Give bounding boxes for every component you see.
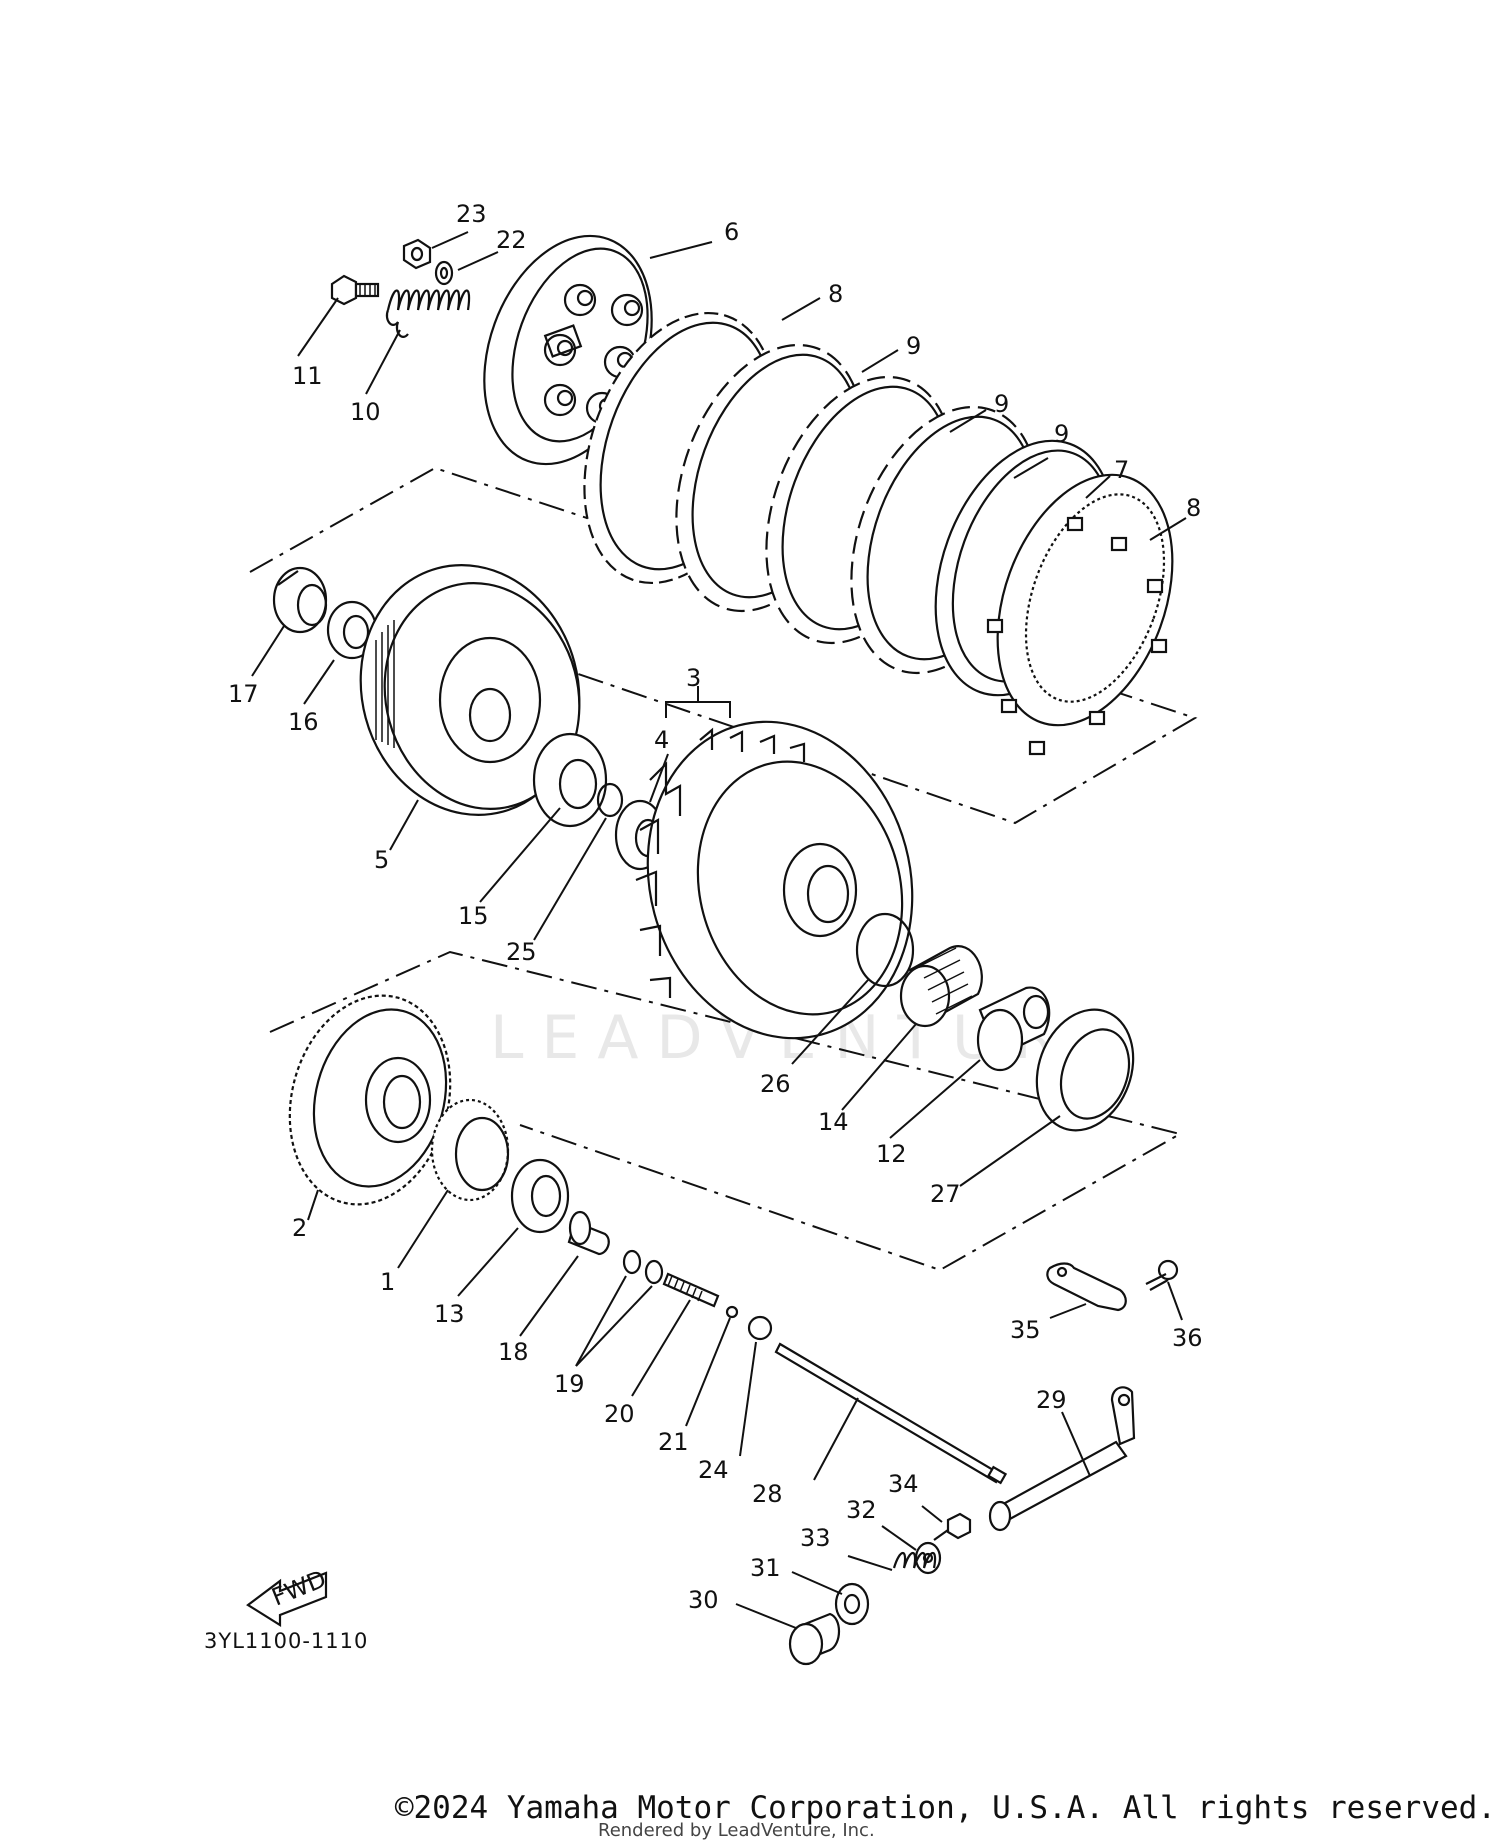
callout-33: 33 <box>800 1524 831 1552</box>
callout-14: 14 <box>818 1108 849 1136</box>
callout-30: 30 <box>688 1586 719 1614</box>
callout-24: 24 <box>698 1456 729 1484</box>
callout-9-b: 9 <box>994 390 1009 418</box>
callout-22: 22 <box>496 226 527 254</box>
callout-9-c: 9 <box>1054 420 1069 448</box>
part-24-ball <box>747 1315 773 1341</box>
part-3-clutch-housing <box>635 720 914 1040</box>
callout-3: 3 <box>686 664 701 692</box>
part-23-nut <box>402 238 432 270</box>
part-28-push-rod-long <box>774 1342 1008 1485</box>
part-19-o-ring-b <box>644 1259 664 1285</box>
part-33-spring <box>892 1551 937 1569</box>
callout-5: 5 <box>374 846 389 874</box>
part-22-washer <box>434 260 454 286</box>
part-18-push-piece <box>567 1210 610 1256</box>
part-17-collar <box>272 566 328 634</box>
callout-7: 7 <box>1114 456 1129 484</box>
part-14-needle-bearing <box>899 945 983 1028</box>
callout-10: 10 <box>350 398 381 426</box>
callout-31: 31 <box>750 1554 781 1582</box>
callout-23: 23 <box>456 200 487 228</box>
part-11-bolt <box>330 274 380 306</box>
part-21-ball <box>725 1305 739 1319</box>
part-25-o-ring <box>596 782 624 818</box>
callout-29: 29 <box>1036 1386 1067 1414</box>
callout-20: 20 <box>604 1400 635 1428</box>
callout-6: 6 <box>724 218 739 246</box>
callout-12: 12 <box>876 1140 907 1168</box>
callout-21: 21 <box>658 1428 689 1456</box>
callout-36: 36 <box>1172 1324 1203 1352</box>
part-12-spacer <box>976 986 1051 1072</box>
callout-1: 1 <box>380 1268 395 1296</box>
part-10-spring <box>385 289 471 338</box>
part-1-bearing <box>430 1098 510 1202</box>
part-16-lock-washer <box>326 600 378 660</box>
part-26-o-ring <box>855 912 915 988</box>
part-2-primary-gear <box>288 994 452 1206</box>
callout-32: 32 <box>846 1496 877 1524</box>
part-27-oil-seal <box>1035 1008 1135 1132</box>
rendered-by-notice: Rendered by LeadVenture, Inc. <box>598 1820 875 1841</box>
callout-28: 28 <box>752 1480 783 1508</box>
callout-17: 17 <box>228 680 259 708</box>
callout-25: 25 <box>506 938 537 966</box>
part-20-push-rod <box>662 1272 720 1308</box>
callout-8-lower: 8 <box>1186 494 1201 522</box>
part-31-oil-seal <box>834 1582 870 1626</box>
callout-numbers: 23 22 6 11 10 8 9 9 9 7 8 17 16 3 4 5 15… <box>228 200 1203 1614</box>
part-36-screw <box>1145 1259 1179 1291</box>
callout-19: 19 <box>554 1370 585 1398</box>
callout-18: 18 <box>498 1338 529 1366</box>
callout-26: 26 <box>760 1070 791 1098</box>
callout-27: 27 <box>930 1180 961 1208</box>
fwd-arrow-icon: FWD <box>246 1565 330 1627</box>
part-34-bolt <box>933 1512 972 1541</box>
callout-15: 15 <box>458 902 489 930</box>
part-35-bracket <box>1046 1262 1127 1312</box>
part-19-o-ring-a <box>622 1249 642 1275</box>
diagram-code: 3YL1100-1110 <box>204 1629 368 1653</box>
part-29-push-lever-shaft <box>988 1386 1136 1532</box>
callout-9-a: 9 <box>906 332 921 360</box>
part-8-friction-plate-lower <box>986 473 1174 756</box>
part-5-clutch-boss <box>359 564 581 816</box>
callout-2: 2 <box>292 1214 307 1242</box>
callout-13: 13 <box>434 1300 465 1328</box>
copyright-notice: ©2024 Yamaha Motor Corporation, U.S.A. A… <box>394 1790 1496 1826</box>
part-13-collar <box>510 1158 570 1234</box>
callout-35: 35 <box>1010 1316 1041 1344</box>
part-30-bearing <box>788 1612 841 1666</box>
callout-16: 16 <box>288 708 319 736</box>
callout-8-upper: 8 <box>828 280 843 308</box>
callout-11: 11 <box>292 362 323 390</box>
callout-34: 34 <box>888 1470 919 1498</box>
callout-4: 4 <box>654 726 669 754</box>
part-15-thrust-washer <box>532 732 608 828</box>
leader-lines <box>251 231 1187 1629</box>
